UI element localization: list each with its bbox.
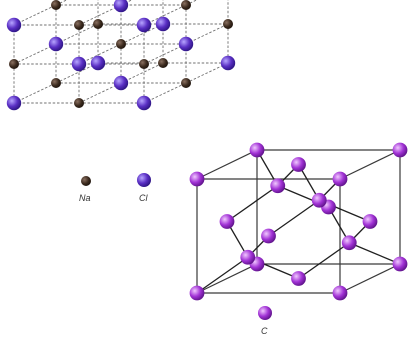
legend-c-label: C [261, 326, 268, 336]
cell-edge [339, 263, 401, 294]
c-c-bond [268, 199, 320, 237]
cl-atom [113, 75, 129, 91]
c-c-bond [226, 185, 279, 223]
cell-edge [196, 149, 258, 180]
cl-atom [178, 36, 194, 52]
c-c-bond [348, 242, 401, 265]
cl-atom [220, 55, 236, 71]
c-atom [332, 171, 348, 187]
lattice-line [13, 43, 57, 65]
lattice-line [143, 4, 187, 26]
legend-cl-label: Cl [139, 193, 148, 203]
na-atom [51, 0, 61, 10]
c-c-bond [298, 242, 350, 280]
lattice-line [120, 23, 164, 45]
c-atoms [189, 142, 408, 301]
na-atom [223, 19, 233, 29]
c-atom [291, 157, 306, 172]
cl-atom [71, 56, 87, 72]
lattice-line [55, 62, 99, 84]
c-atom [392, 256, 408, 272]
c-atom [189, 285, 205, 301]
c-atom [341, 235, 357, 251]
na-atom [93, 19, 103, 29]
na-atom [116, 39, 126, 49]
nacl-rock-salt-lattice [6, 0, 236, 111]
na-atom [158, 58, 168, 68]
lattice-line [55, 0, 68, 6]
c-atom [261, 228, 276, 244]
na-atom [74, 20, 84, 30]
lattice-line [143, 82, 187, 104]
nacl-legend [81, 173, 151, 187]
c-atom [291, 271, 306, 286]
lattice-line [78, 4, 122, 26]
lattice-line [185, 0, 198, 6]
cl-atom [155, 16, 171, 32]
na-atom [51, 78, 61, 88]
na-atom [9, 59, 19, 69]
c-atom [240, 249, 256, 265]
c-c-bond [196, 256, 249, 294]
lattice-line [13, 4, 57, 26]
nacl-atoms [6, 0, 236, 111]
cl-atom [6, 95, 22, 111]
unit-cell-edges [196, 149, 401, 294]
diamond-carbon-lattice [189, 142, 408, 301]
legend-cl-atom [137, 173, 151, 187]
cell-edge [339, 149, 401, 180]
c-atom [362, 214, 378, 229]
c-atom [332, 285, 348, 301]
lattice-line [185, 62, 229, 84]
cl-atom [90, 55, 106, 71]
c-atom [392, 142, 408, 158]
cl-atom [6, 17, 22, 33]
na-atom [181, 0, 191, 10]
legend-na-label: Na [79, 193, 91, 203]
na-atom [139, 59, 149, 69]
lattice-line [185, 23, 229, 45]
lattice-line [143, 43, 187, 65]
c-c-bonds [196, 149, 401, 294]
cl-atom [136, 95, 152, 111]
lattice-line [78, 82, 122, 104]
lattice-line [13, 82, 57, 104]
c-atom [219, 214, 235, 229]
na-atom [181, 78, 191, 88]
cl-atom [113, 0, 129, 13]
diamond-legend [258, 306, 272, 320]
lattice-line [120, 62, 164, 84]
legend-na-atom [81, 176, 91, 186]
cl-atom [136, 17, 152, 33]
c-atom [249, 142, 265, 158]
lattice-line [55, 23, 99, 45]
legend-c-atom [258, 306, 272, 320]
c-atom [189, 171, 205, 187]
c-atom [270, 178, 286, 194]
c-atom [311, 192, 327, 208]
cell-edge [196, 263, 258, 294]
na-atom [74, 98, 84, 108]
cl-atom [48, 36, 64, 52]
lattice-line [78, 43, 122, 65]
